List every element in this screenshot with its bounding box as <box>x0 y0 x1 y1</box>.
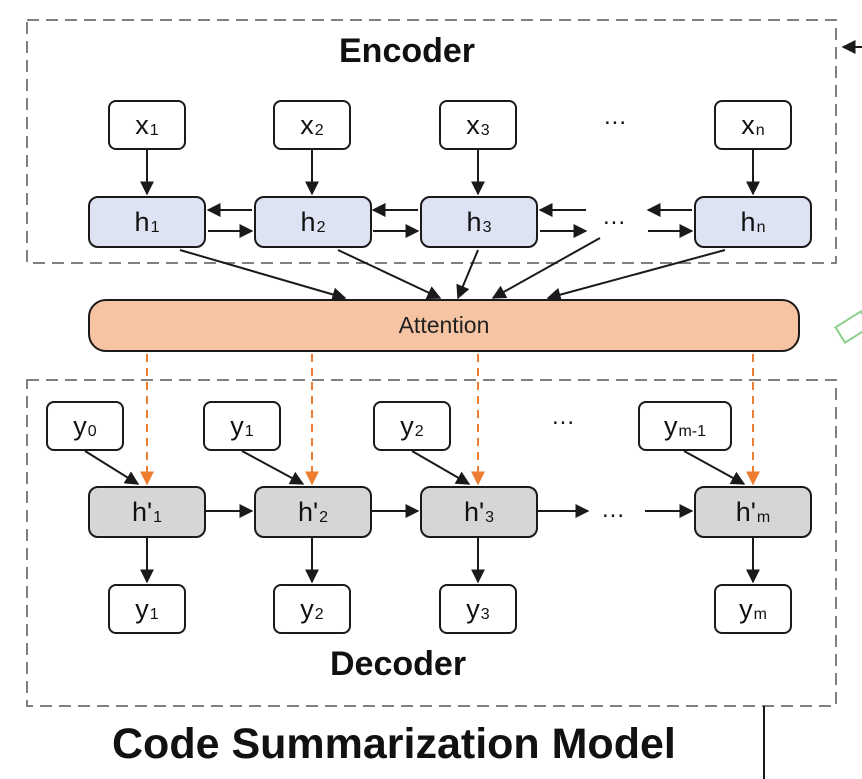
decoder-title: Decoder <box>330 645 467 683</box>
encoder-hidden-ellipsis: ... <box>603 203 627 230</box>
node-subscript: 3 <box>482 219 492 236</box>
node-label: y <box>739 593 753 624</box>
arrow-h2-attention <box>337 249 442 299</box>
node-subscript: 1 <box>149 122 159 139</box>
encoder-title: Encoder <box>339 32 476 70</box>
node-label: h <box>300 206 316 237</box>
decoder-hidden-node: h'm <box>694 486 812 538</box>
arrow-hn-attention <box>546 249 726 302</box>
node-subscript: 3 <box>480 122 490 139</box>
arrow-y0-hd1 <box>84 450 140 485</box>
node-label: y <box>466 593 480 624</box>
node-label: y <box>73 410 87 441</box>
node-label: h <box>466 206 482 237</box>
arrow-dots-attention <box>491 237 601 299</box>
side-shape-fragment <box>834 310 862 344</box>
model-title: Code Summarization Model <box>112 720 676 768</box>
node-subscript: 2 <box>414 423 424 440</box>
node-subscript: 1 <box>149 606 159 623</box>
node-label: x <box>741 109 755 140</box>
node-label: x <box>300 109 314 140</box>
node-label: y <box>135 593 149 624</box>
arrow-y1-hd2 <box>241 450 305 485</box>
arrow-h1-attention <box>179 249 347 302</box>
node-subscript: 3 <box>485 509 495 526</box>
node-label: y <box>400 410 414 441</box>
node-subscript: 0 <box>87 423 97 440</box>
node-label: h <box>740 206 756 237</box>
node-label: x <box>466 109 480 140</box>
node-subscript: 2 <box>316 219 326 236</box>
decoder-hidden-ellipsis: ... <box>602 496 626 523</box>
node-subscript: m <box>756 509 771 526</box>
node-label: y <box>230 410 244 441</box>
encoder-group-border <box>26 19 837 264</box>
node-label: h' <box>735 496 756 527</box>
node-subscript: 1 <box>244 423 254 440</box>
decoder-hidden-node: h'1 <box>88 486 206 538</box>
node-subscript: 3 <box>480 606 490 623</box>
node-label: h' <box>463 496 485 527</box>
node-subscript: 1 <box>150 219 160 236</box>
node-label: h <box>134 206 150 237</box>
encoder-input-ellipsis: ... <box>604 103 628 130</box>
node-label: y <box>663 410 678 441</box>
node-label: x <box>135 109 149 140</box>
node-subscript: 2 <box>314 122 324 139</box>
node-label: y <box>300 593 314 624</box>
node-label: h' <box>297 496 319 527</box>
node-subscript: m-1 <box>678 423 707 440</box>
decoder-hidden-node: h'3 <box>420 486 538 538</box>
node-subscript: m <box>753 606 767 623</box>
decoder-hidden-node: h'2 <box>254 486 372 538</box>
node-subscript: 2 <box>319 509 329 526</box>
decoder-input-ellipsis: ... <box>552 403 576 430</box>
arrow-h3-attention <box>456 249 479 300</box>
attention-block: Attention <box>88 299 800 352</box>
node-label: h' <box>131 496 153 527</box>
node-subscript: 2 <box>314 606 324 623</box>
arrow-ym1-hdm <box>683 450 746 485</box>
decoder-group-border <box>26 379 837 707</box>
attention-label: Attention <box>398 312 490 338</box>
node-subscript: 1 <box>153 509 163 526</box>
arrow-y2-hd3 <box>411 450 471 485</box>
node-subscript: n <box>755 122 765 139</box>
node-subscript: n <box>756 219 766 236</box>
